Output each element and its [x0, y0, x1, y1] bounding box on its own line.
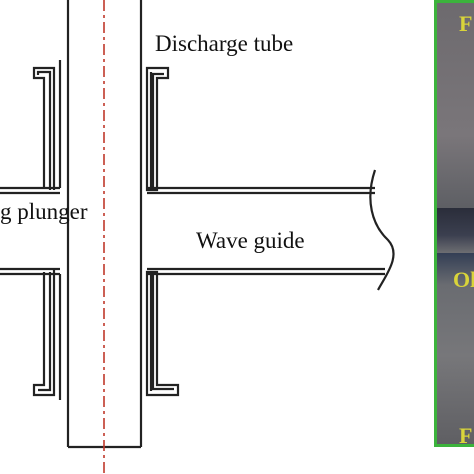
wave-guide — [147, 169, 395, 291]
wave-guide-label: Wave guide — [196, 228, 305, 253]
photo-label-bottom: F — [459, 423, 473, 447]
photo-dark-band — [437, 208, 474, 253]
lower-right-flange — [145, 270, 180, 397]
upper-left-flange — [32, 60, 62, 190]
plunger-label: g plunger — [0, 199, 88, 224]
photo-panel: F Ol F — [434, 0, 474, 447]
photo-label-top: F — [459, 11, 473, 36]
lower-left-flange — [32, 270, 62, 400]
discharge-tube-label: Discharge tube — [155, 31, 294, 56]
upper-right-flange — [145, 66, 170, 192]
photo-label-middle: Ol — [453, 267, 474, 292]
